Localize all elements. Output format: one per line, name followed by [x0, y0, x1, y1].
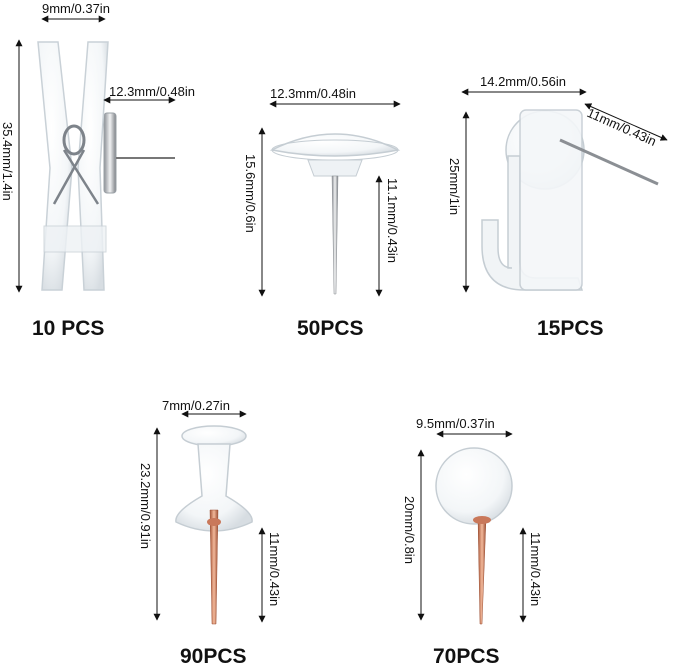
round-pin-height-dim-label: 20mm/0.8in	[402, 496, 417, 564]
clip-height-dim-label: 35.4mm/1.4in	[0, 122, 15, 201]
hook-height-dim-label: 25mm/1in	[447, 158, 462, 215]
clip-side-dim-label: 12.3mm/0.48in	[109, 84, 195, 99]
flat-pin-needle-dim-label: 11.1mm/0.43in	[385, 178, 400, 263]
flat-pin-height-dim-label: 15.6mm/0.6in	[243, 154, 258, 233]
flat-pin-quantity: 50PCS	[297, 317, 364, 340]
push-pin-image	[175, 425, 253, 625]
push-pin-needle-dim-label: 11mm/0.43in	[267, 532, 282, 606]
push-pin-quantity: 90PCS	[180, 645, 247, 666]
hook-needle-dim-arrow	[584, 103, 668, 141]
hook-needle-dim-label: 11mm/0.43in	[585, 105, 659, 149]
hook-top-dim-label: 14.2mm/0.56in	[480, 74, 566, 89]
product-push-pin: 7mm/0.27in 23.2mm/0.91in 11mm/0.43in 90P…	[138, 398, 282, 666]
round-pin-top-dim-label: 9.5mm/0.37in	[416, 416, 495, 431]
product-flat-pin: 12.3mm/0.48in 15.6mm/0.6in 11.1mm/0.43in…	[243, 86, 401, 340]
flat-pin-image	[269, 133, 401, 295]
round-pin-needle-dim-label: 11mm/0.43in	[528, 532, 543, 606]
clip-image	[37, 41, 175, 291]
push-pin-height-dim-label: 23.2mm/0.91in	[138, 463, 153, 549]
hook-quantity: 15PCS	[537, 317, 604, 340]
clip-quantity: 10 PCS	[32, 317, 104, 340]
product-round-pin: 9.5mm/0.37in 20mm/0.8in 11mm/0.43in 70PC…	[402, 416, 543, 666]
clip-top-dim-label: 9mm/0.37in	[42, 1, 110, 16]
round-pin-quantity: 70PCS	[433, 645, 500, 666]
product-clip: 9mm/0.37in 12.3mm/0.48in 35.4mm/1.4in 10…	[0, 1, 195, 340]
flat-pin-top-dim-label: 12.3mm/0.48in	[270, 86, 356, 101]
hook-image	[481, 109, 659, 291]
product-hook: 14.2mm/0.56in 11mm/0.43in 25mm/1in 15PCS	[447, 74, 668, 340]
push-pin-top-dim-label: 7mm/0.27in	[162, 398, 230, 413]
round-pin-image	[435, 447, 513, 625]
